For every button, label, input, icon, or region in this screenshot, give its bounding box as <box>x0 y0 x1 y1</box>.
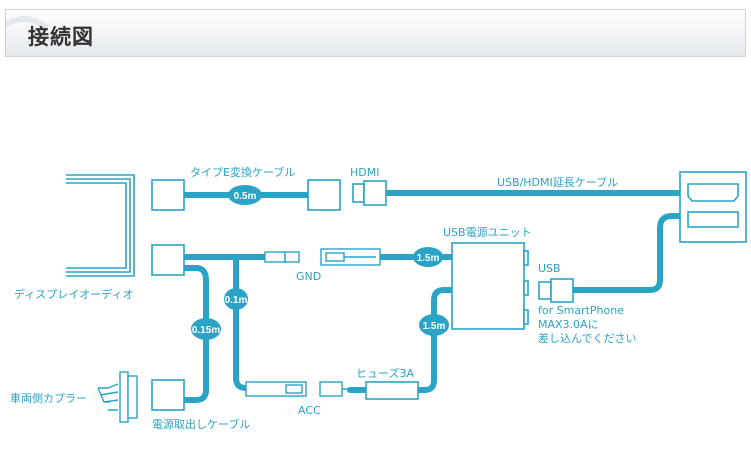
length-typee: 0.5m <box>234 191 257 202</box>
gnd-connector <box>264 248 381 266</box>
extension-hub <box>679 171 747 243</box>
acc-branch-cable <box>233 254 261 391</box>
length-badge-coupler <box>191 318 221 340</box>
label-smartphone-1: for SmartPhone <box>538 304 624 317</box>
label-usb-hdmi-ext: USB/HDMI延長ケーブル <box>497 175 618 189</box>
label-smartphone-2: MAX3.0Aに <box>538 318 599 331</box>
typee-connector-left <box>151 179 185 211</box>
usb-port-1 <box>523 250 529 266</box>
acc-connector <box>245 381 350 397</box>
fuse-holder <box>365 381 419 400</box>
length-badge-typee <box>228 185 262 205</box>
label-hdmi: HDMI <box>350 166 379 179</box>
hub-hdmi-port <box>687 183 739 202</box>
usb-power-unit <box>451 242 525 330</box>
display-audio-unit <box>66 174 135 277</box>
length-gnd: 1.5m <box>417 253 440 264</box>
length-fuse: 1.5m <box>423 321 446 332</box>
usb-plug-tip <box>538 281 552 300</box>
hub-usb-port <box>687 211 739 228</box>
label-acc: ACC <box>298 404 321 417</box>
usb-port-2 <box>523 280 529 296</box>
power-takeout-connector <box>151 379 185 411</box>
hdmi-plug-body <box>363 180 387 206</box>
label-vehicle-coupler: 車両側カプラー <box>10 391 87 405</box>
page-title: 接続図 <box>28 25 94 49</box>
typee-connector-right <box>307 179 341 211</box>
length-acc: 0.1m <box>225 295 248 306</box>
label-usb-power-unit: USB電源ユニット <box>443 225 532 239</box>
display-power-connector <box>151 244 185 276</box>
usb-plug-body <box>550 278 574 303</box>
fuse-to-unit-cable <box>415 287 455 393</box>
header-decoration <box>6 16 60 56</box>
length-badge-gnd <box>413 247 443 267</box>
label-display-audio: ディスプレイオーディオ <box>14 287 133 301</box>
label-gnd: GND <box>296 270 321 283</box>
length-coupler: 0.15m <box>192 325 220 336</box>
label-smartphone-3: 差し込んでください <box>538 331 636 345</box>
label-typee-cable: タイプE変換ケーブル <box>190 165 295 179</box>
length-badge-fuse <box>419 314 449 336</box>
hdmi-plug-tip <box>352 183 365 203</box>
length-badge-acc <box>224 288 248 310</box>
label-usb: USB <box>538 262 561 275</box>
usb-port-3 <box>523 309 529 325</box>
label-fuse: ヒューズ3A <box>356 366 414 380</box>
section-header: 接続図 <box>5 9 746 57</box>
vehicle-coupler <box>97 371 138 423</box>
usb-to-hub-cable <box>569 213 683 293</box>
label-power-takeout-cable: 電源取出しケーブル <box>152 417 250 431</box>
